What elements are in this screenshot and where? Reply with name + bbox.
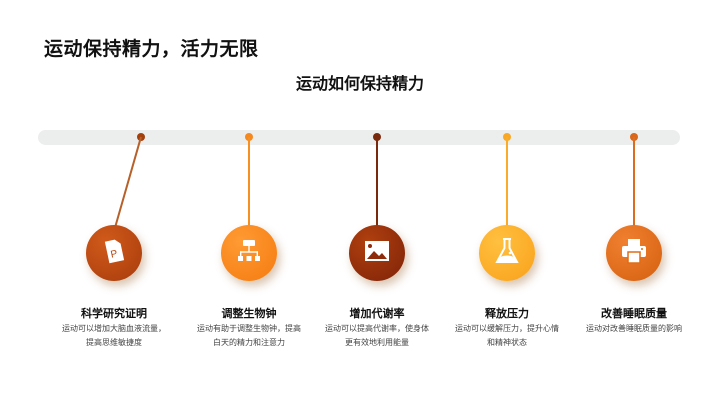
item-desc-2: 运动有助于调整生物钟，提高白天的精力和注意力 <box>197 324 301 347</box>
flask-icon <box>492 236 522 270</box>
printer-icon <box>619 236 649 270</box>
circle-metabolism <box>349 225 405 281</box>
circle-sleep <box>606 225 662 281</box>
item-desc-4: 运动可以缓解压力，提升心情和精神状态 <box>455 324 559 347</box>
item-desc-1: 运动可以增加大脑血液流量，提高思维敏捷度 <box>62 324 166 347</box>
connector-line-1 <box>114 136 142 226</box>
svg-text:P: P <box>110 248 119 260</box>
item-title-2: 调整生物钟 <box>221 307 277 320</box>
page-title: 运动保持精力，活力无限 <box>44 38 259 60</box>
circle-biological-clock <box>221 225 277 281</box>
hierarchy-icon <box>234 236 264 270</box>
timeline-bar <box>38 130 680 145</box>
item-desc-3: 运动可以提高代谢率，使身体更有效地利用能量 <box>325 324 429 347</box>
connector-line-4 <box>506 137 508 227</box>
item-title-1: 科学研究证明 <box>81 307 147 320</box>
circle-science: P <box>86 225 142 281</box>
connector-line-2 <box>248 137 250 227</box>
circle-stress <box>479 225 535 281</box>
item-desc-5: 运动对改善睡眠质量的影响 <box>586 324 682 333</box>
item-title-5: 改善睡眠质量 <box>601 307 667 320</box>
connector-line-5 <box>633 137 635 227</box>
image-icon <box>362 236 392 270</box>
powerpoint-file-icon: P <box>99 236 129 270</box>
item-title-3: 增加代谢率 <box>349 307 405 320</box>
item-title-4: 释放压力 <box>485 307 529 320</box>
section-subtitle: 运动如何保持精力 <box>295 74 424 93</box>
connector-line-3 <box>376 137 378 227</box>
